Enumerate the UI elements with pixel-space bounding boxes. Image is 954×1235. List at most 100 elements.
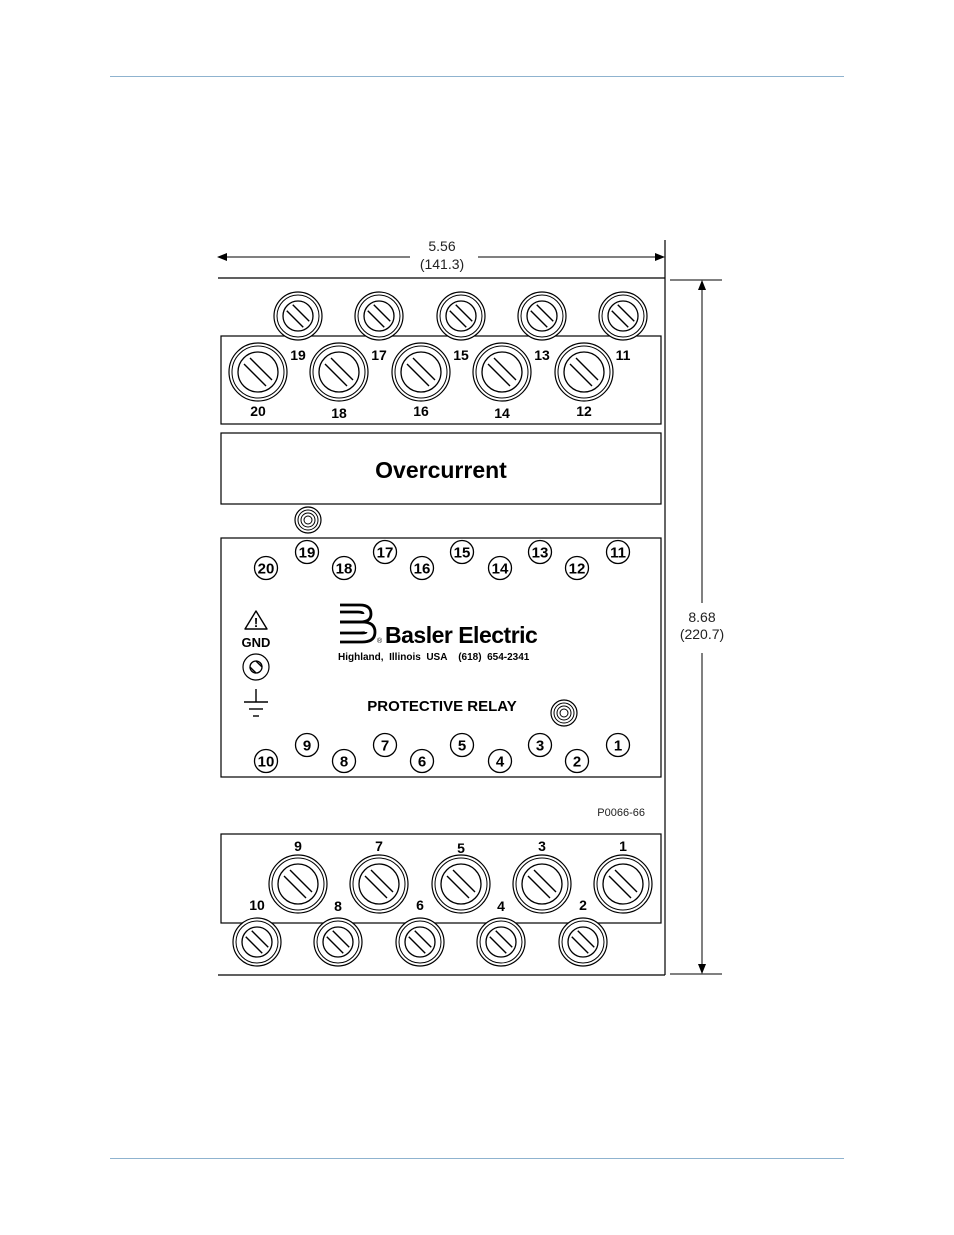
terminal-number: 19: [299, 545, 316, 562]
circled-terminal-number: 11: [605, 539, 631, 565]
terminal-number: 18: [336, 561, 353, 578]
terminal-number: 16: [413, 403, 429, 419]
circled-terminal-number: 6: [409, 748, 435, 774]
circled-terminal-number: 13: [527, 539, 553, 565]
warning-symbol: !: [254, 615, 258, 630]
screw-terminal-icon: [436, 291, 486, 341]
terminal-number: 5: [458, 738, 466, 755]
case-outline: [218, 240, 666, 976]
circled-terminal-number: 17: [372, 539, 398, 565]
circled-terminal-number: 10: [253, 748, 279, 774]
terminal-number: 2: [579, 897, 587, 913]
circled-terminal-number: 19: [294, 539, 320, 565]
circled-terminal-number: 12: [564, 555, 590, 581]
indicator-knob-icon: [294, 506, 322, 534]
height-metric: (220.7): [680, 626, 724, 642]
terminal-number: 10: [258, 754, 275, 771]
screw-terminal-icon: [309, 342, 369, 402]
terminal-number: 13: [534, 347, 550, 363]
terminal-number: 1: [619, 838, 627, 854]
terminal-number: 6: [418, 754, 426, 771]
warning-triangle-icon: !: [244, 610, 268, 630]
upper-terminal-block: [220, 335, 662, 425]
brand-name: Basler Electric: [385, 622, 538, 648]
terminal-number: 8: [340, 754, 348, 771]
terminal-number: 19: [290, 347, 306, 363]
terminal-number: 12: [569, 561, 586, 578]
upper-front-terminals: [228, 342, 614, 402]
terminal-number: 8: [334, 898, 342, 914]
terminal-number: 12: [576, 403, 592, 419]
terminal-number: 11: [616, 347, 631, 363]
gnd-label: GND: [242, 635, 271, 650]
lower-terminal-block: [220, 833, 662, 924]
upper-front-labels: 20 18 16 14 12: [250, 403, 592, 421]
terminal-number: 9: [303, 738, 311, 755]
screw-terminal-icon: [512, 854, 572, 914]
upper-back-terminals: [273, 291, 648, 341]
circled-terminal-number: 5: [449, 732, 475, 758]
circled-terminal-number: 7: [372, 732, 398, 758]
circled-terminal-number: 4: [487, 748, 513, 774]
circled-terminal-number: 1: [605, 732, 631, 758]
screw-terminal-icon: [472, 342, 532, 402]
header-rule: [110, 76, 844, 77]
screw-terminal-icon: [431, 854, 491, 914]
width-metric: (141.3): [420, 256, 464, 272]
terminal-number: 17: [377, 545, 394, 562]
figure-number: P0066-66: [597, 807, 645, 819]
screw-terminal-icon: [273, 291, 323, 341]
screw-terminal-icon: [242, 653, 270, 681]
screw-terminal-icon: [598, 291, 648, 341]
label-panel: [220, 432, 662, 505]
screw-terminal-icon: [228, 342, 288, 402]
footer-rule: [110, 1158, 844, 1159]
label-panel-title: Overcurrent: [375, 457, 507, 483]
circled-terminal-number: 16: [409, 555, 435, 581]
terminal-number: 15: [454, 545, 471, 562]
circled-terminal-number: 2: [564, 748, 590, 774]
terminal-number: 3: [536, 738, 544, 755]
screw-terminal-icon: [268, 854, 328, 914]
terminal-number: 3: [538, 838, 546, 854]
basler-logo-icon: [340, 603, 377, 644]
width-dimension: 5.56 (141.3): [217, 238, 665, 272]
circled-terminal-number: 9: [294, 732, 320, 758]
width-value: 5.56: [428, 238, 455, 254]
screw-terminal-icon: [517, 291, 567, 341]
terminal-number: 4: [497, 898, 505, 914]
screw-terminal-icon: [395, 917, 445, 967]
screw-terminal-icon: [313, 917, 363, 967]
screw-terminal-icon: [558, 917, 608, 967]
terminal-number: 20: [250, 403, 266, 419]
height-dimension: 8.68 (220.7): [670, 279, 724, 975]
gnd-screw-terminal: [242, 653, 270, 681]
terminal-number: 14: [494, 405, 510, 421]
lower-back-terminals: [268, 854, 653, 914]
terminal-number: 16: [414, 561, 431, 578]
terminal-number: 9: [294, 838, 302, 854]
terminal-number: 13: [532, 545, 549, 562]
terminal-number: 11: [610, 545, 626, 562]
screw-terminal-icon: [554, 342, 614, 402]
screw-terminal-icon: [349, 854, 409, 914]
brand-address: Highland, Illinois USA (618) 654-2341: [338, 652, 530, 663]
height-value: 8.68: [688, 609, 715, 625]
terminal-number: 7: [375, 838, 383, 854]
terminal-number: 18: [331, 405, 347, 421]
terminal-number: 6: [416, 897, 424, 913]
front-panel: [220, 537, 662, 778]
screw-terminal-icon: [354, 291, 404, 341]
circled-terminal-number: 18: [331, 555, 357, 581]
circled-terminal-number: 15: [449, 539, 475, 565]
terminal-number: 1: [614, 738, 622, 755]
product-label: PROTECTIVE RELAY: [367, 698, 516, 715]
ground-symbol-icon: [244, 689, 268, 717]
lower-front-terminals: [232, 917, 608, 967]
screw-terminal-icon: [593, 854, 653, 914]
